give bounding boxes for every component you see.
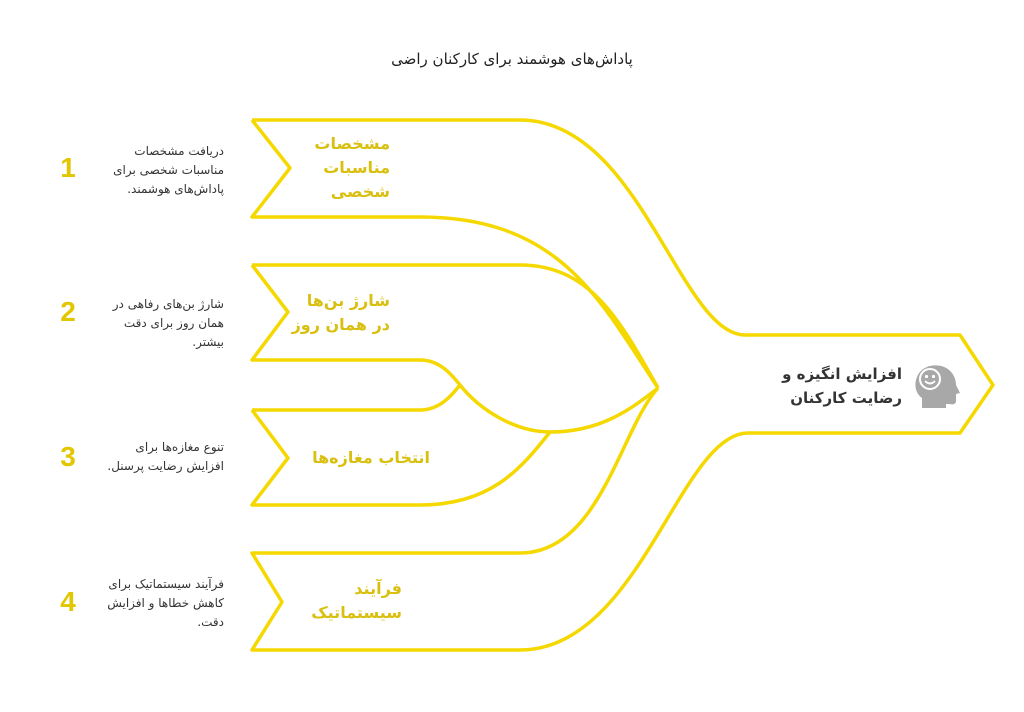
step-number-1: 1 bbox=[60, 152, 76, 183]
goal-label: افزایش انگیزه و رضایت کارکنان bbox=[782, 365, 902, 407]
step-number-4: 4 bbox=[60, 586, 76, 617]
outer-arrow-outline bbox=[250, 118, 995, 652]
band-3-outline bbox=[250, 383, 552, 507]
diagram-title: پاداش‌های هوشمند برای کارکنان راضی bbox=[391, 50, 633, 68]
step-number-2: 2 bbox=[60, 296, 76, 327]
step-label-3: انتخاب مغازه‌ها bbox=[312, 448, 430, 467]
step-description-1: دریافت مشخصات مناسبات شخصی برای پاداش‌ها… bbox=[113, 144, 224, 196]
band-2-outline bbox=[250, 263, 660, 434]
band-1-notch bbox=[250, 118, 660, 389]
step-description-3: تنوع مغازه‌ها برای افزایش رضایت پرسنل. bbox=[107, 440, 224, 473]
step-number-3: 3 bbox=[60, 441, 76, 472]
step-label-2: شارژ بن‌ها در همان روز bbox=[291, 291, 390, 334]
step-description-4: فرآیند سیستماتیک برای کاهش خطاها و افزای… bbox=[107, 577, 224, 629]
smiling-head-icon bbox=[915, 365, 960, 408]
step-label-1: مشخصات مناسبات شخصی bbox=[314, 134, 390, 201]
step-description-2: شارژ بن‌های رفاهی در همان روز برای دقت ب… bbox=[112, 297, 224, 349]
step-label-4: فرآیند سیستماتیک bbox=[311, 579, 402, 622]
